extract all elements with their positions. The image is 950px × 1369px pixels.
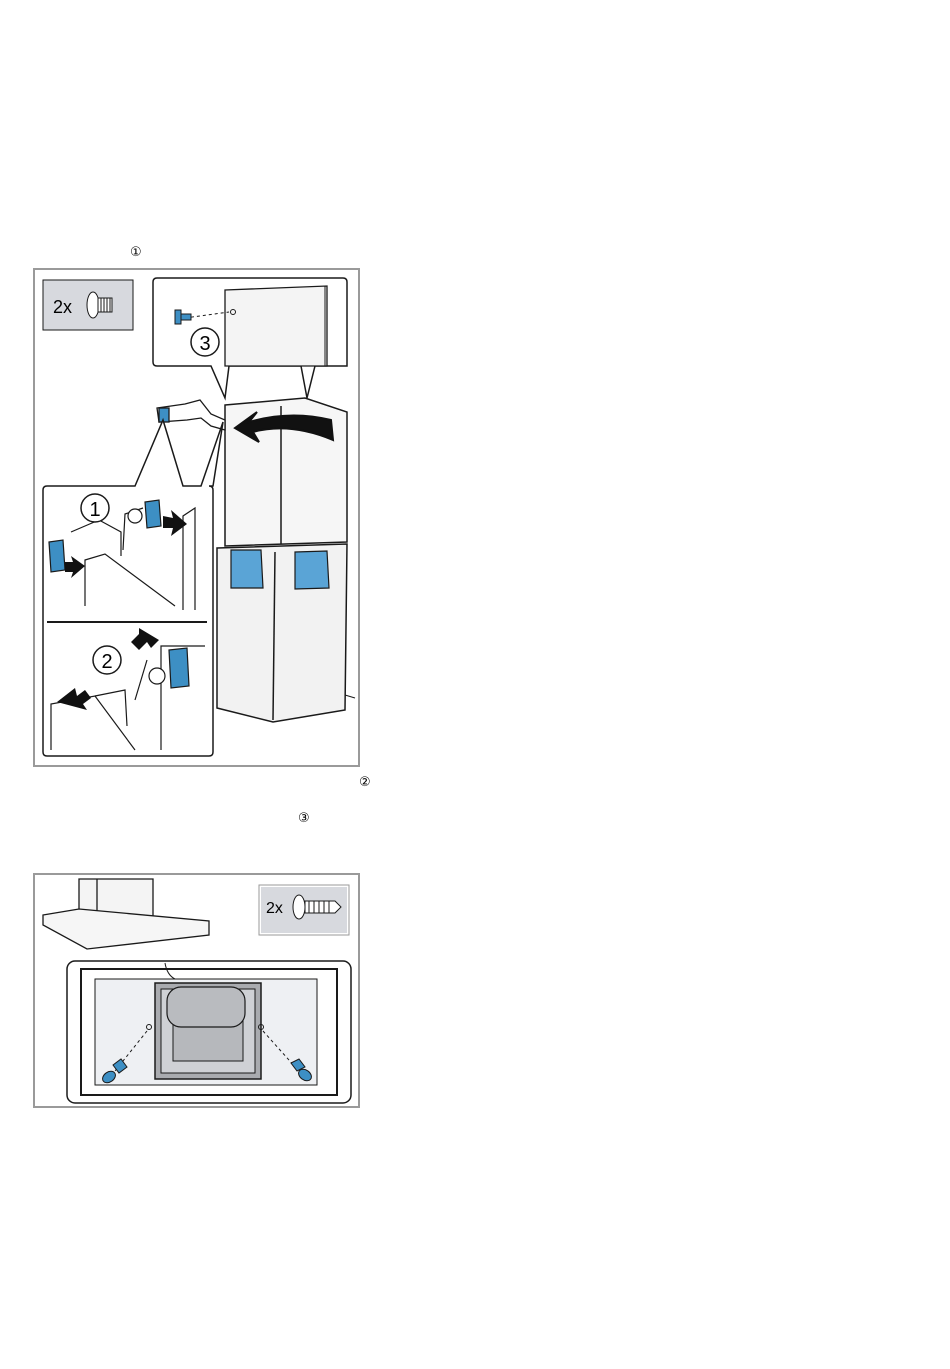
- canopy-panel: [43, 909, 209, 949]
- assembly-figure-canopy: 2x: [33, 873, 360, 1108]
- callout-step-1: 1: [89, 499, 100, 521]
- chimney-illustration: 2x 3: [35, 270, 358, 765]
- callout-step-3: 3: [199, 333, 210, 355]
- screw-count-box: 2x: [43, 280, 133, 330]
- screw-count-label: 2x: [53, 297, 72, 317]
- mount-bracket: [157, 400, 225, 430]
- step-ref-3: ③: [298, 812, 310, 825]
- callout-step-2: 2: [101, 651, 112, 673]
- callout-detail-1-2: 1 2: [43, 420, 223, 756]
- step-ref-1: ①: [130, 246, 142, 259]
- screw-count-label: 2x: [266, 900, 283, 917]
- screw-count-box: 2x: [259, 885, 349, 935]
- callout-detail-3: 3: [153, 278, 347, 398]
- canopy-illustration: 2x: [35, 875, 358, 1106]
- step-ref-2: ②: [359, 776, 371, 789]
- assembly-figure-chimney: 2x 3: [33, 268, 360, 767]
- bottom-view: [67, 961, 351, 1103]
